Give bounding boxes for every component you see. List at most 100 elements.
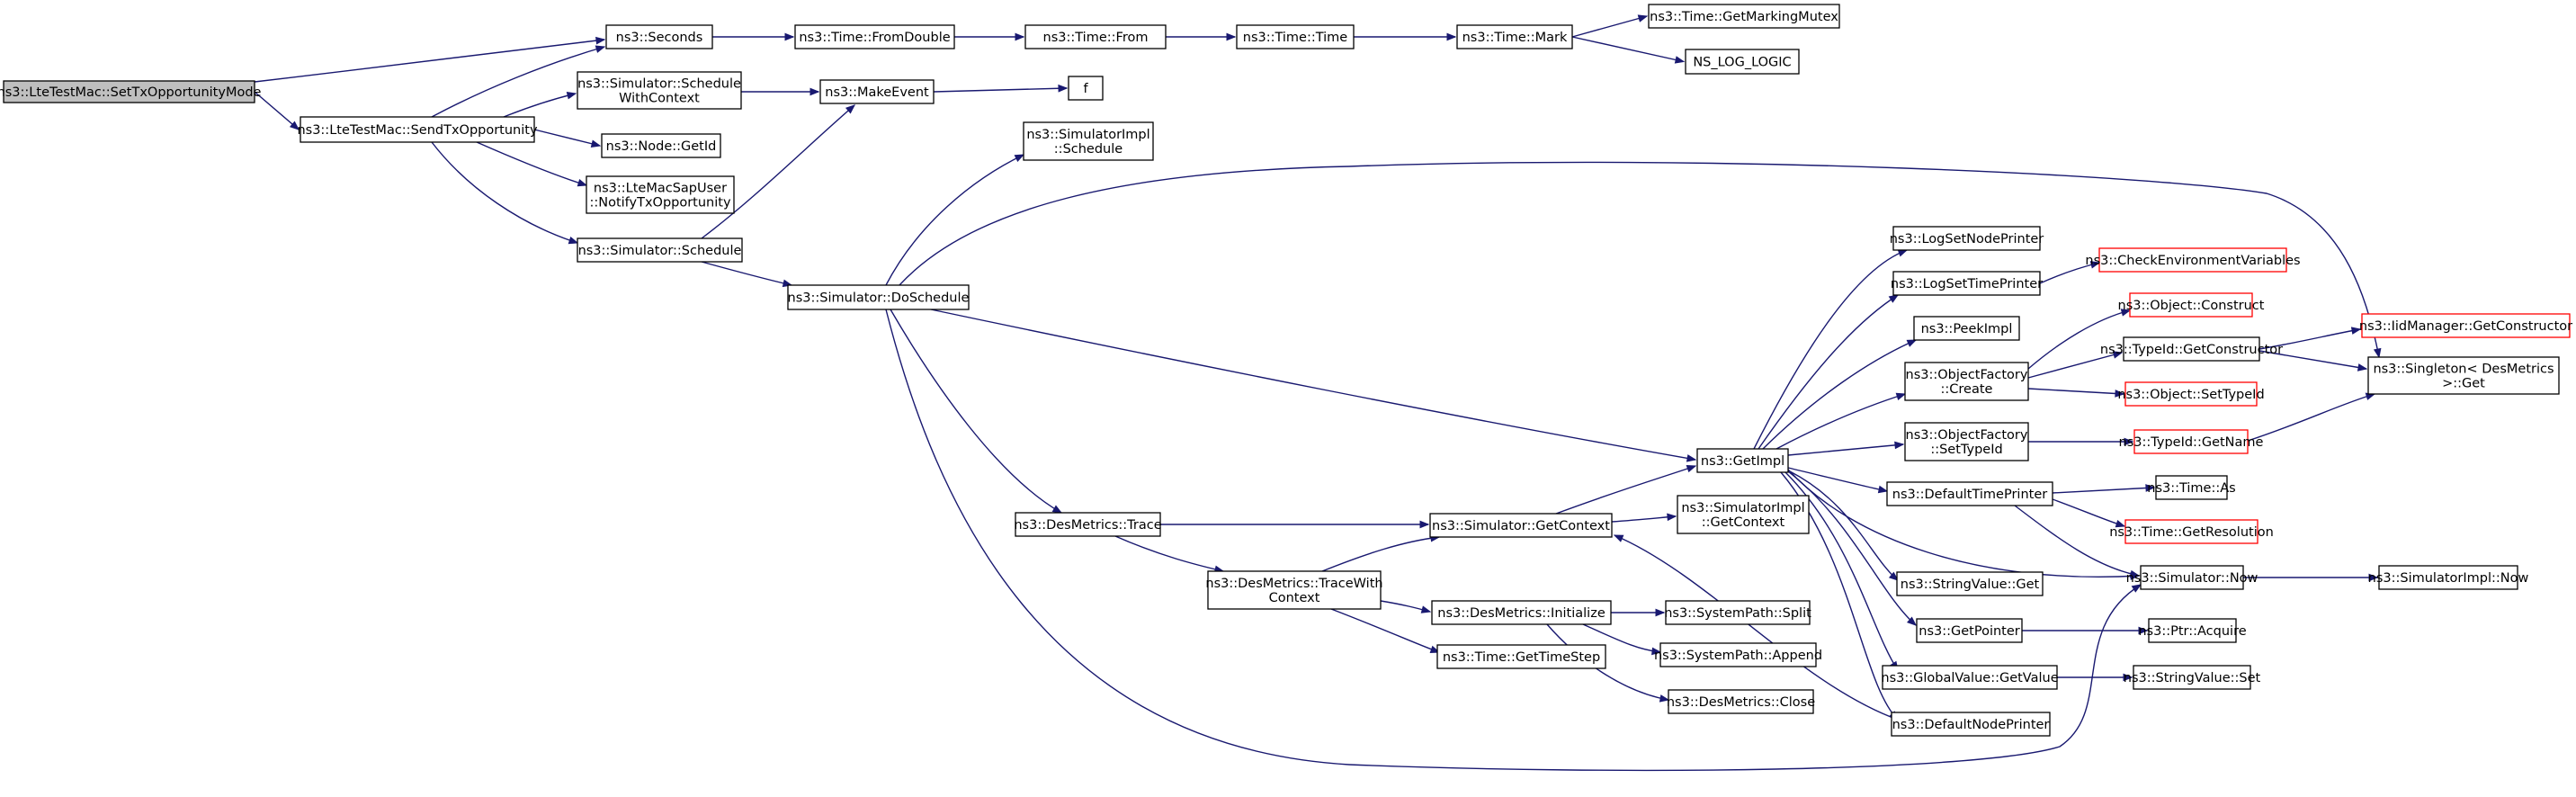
node-getname[interactable]: ns3::TypeId::GetName bbox=[2119, 429, 2264, 454]
node-box-append bbox=[1659, 642, 1817, 667]
node-box-checkenv bbox=[2098, 247, 2287, 273]
node-fromdouble[interactable]: ns3::Time::FromDouble bbox=[794, 24, 955, 49]
node-init[interactable]: ns3::DesMetrics::Initialize bbox=[1431, 600, 1612, 625]
node-getctor[interactable]: ns3::TypeId::GetConstructor bbox=[2100, 336, 2283, 362]
arrowhead-seconds-to-fromdouble bbox=[784, 32, 795, 41]
node-timetime[interactable]: ns3::Time::Time bbox=[1236, 24, 1355, 49]
node-label-dosched: ns3::Simulator::DoSchedule bbox=[788, 291, 970, 306]
edge-ofcreate-to-settypeid bbox=[2027, 388, 2124, 395]
node-box-init bbox=[1431, 600, 1612, 625]
node-label-timetime: ns3::Time::Time bbox=[1243, 31, 1348, 45]
arrowhead-getimpl-to-ofcreate bbox=[1895, 392, 1907, 400]
arrowhead-sendtx-to-getid bbox=[590, 139, 602, 148]
arrowhead-deftimeprinter-to-simnow bbox=[2129, 569, 2141, 578]
node-label-fromdouble: ns3::Time::FromDouble bbox=[799, 31, 950, 45]
node-logsettime[interactable]: ns3::LogSetTimePrinter bbox=[1891, 271, 2043, 296]
edge-deftimeprinter-to-getres bbox=[2052, 498, 2125, 527]
node-from[interactable]: ns3::Time::From bbox=[1024, 24, 1167, 49]
node-getimpl[interactable]: ns3::GetImpl bbox=[1696, 448, 1789, 473]
node-box-from bbox=[1024, 24, 1167, 49]
node-schedule[interactable]: ns3::Simulator::Schedule bbox=[577, 237, 743, 263]
node-checkenv[interactable]: ns3::CheckEnvironmentVariables bbox=[2085, 247, 2301, 273]
arrowhead-schedule-to-makeevent bbox=[845, 104, 856, 114]
node-iidctor[interactable]: ns3::IidManager::GetConstructor bbox=[2359, 313, 2572, 338]
arrowhead-getimpl-to-strget bbox=[1888, 571, 1900, 581]
node-label-gvget: ns3::GlobalValue::GetValue bbox=[1881, 671, 2058, 685]
arrowhead-getimpl-to-logsettime bbox=[1888, 294, 1900, 303]
edge-getctor-to-iidctor bbox=[2258, 328, 2361, 350]
node-logsetnode[interactable]: ns3::LogSetNodePrinter bbox=[1890, 226, 2044, 251]
node-seconds[interactable]: ns3::Seconds bbox=[605, 24, 713, 49]
node-timestep[interactable]: ns3::Time::GetTimeStep bbox=[1436, 644, 1606, 669]
node-gvget[interactable]: ns3::GlobalValue::GetValue bbox=[1881, 665, 2059, 690]
node-box-iidctor bbox=[2361, 313, 2571, 338]
node-nslog[interactable]: NS_LOG_LOGIC bbox=[1685, 49, 1800, 75]
node-notify[interactable]: ns3::LteMacSapUser::NotifyTxOpportunity bbox=[586, 175, 735, 214]
node-box-acquire bbox=[2148, 618, 2237, 643]
node-implnow[interactable]: ns3::SimulatorImpl::Now bbox=[2368, 565, 2529, 590]
node-settypeid[interactable]: ns3::Object::SetTypeId bbox=[2117, 381, 2265, 407]
edge-trace-to-tracectx bbox=[1114, 535, 1224, 572]
node-box-simnow bbox=[2140, 565, 2244, 590]
node-trace[interactable]: ns3::DesMetrics::Trace bbox=[1014, 512, 1162, 537]
edge-dosched-to-simnow bbox=[885, 309, 2142, 772]
node-box-getctor bbox=[2123, 336, 2260, 362]
node-label-from: ns3::Time::From bbox=[1043, 31, 1149, 45]
node-box-getid bbox=[601, 133, 721, 158]
arrowhead-getptr-to-acquire bbox=[2138, 626, 2149, 635]
arrowhead-getimpl-to-peekimpl bbox=[1906, 339, 1918, 347]
node-box-getname bbox=[2133, 429, 2249, 454]
node-markmutex[interactable]: ns3::Time::GetMarkingMutex bbox=[1648, 4, 1840, 29]
node-getctx[interactable]: ns3::Simulator::GetContext bbox=[1429, 513, 1613, 538]
arrowhead-from-to-timetime bbox=[1226, 32, 1237, 41]
node-implgetctx[interactable]: ns3::SimulatorImpl::GetContext bbox=[1677, 495, 1810, 534]
edge-deftimeprinter-to-simnow bbox=[2014, 505, 2140, 577]
node-label-iidctor: ns3::IidManager::GetConstructor bbox=[2359, 319, 2572, 334]
node-makeevent[interactable]: ns3::MakeEvent bbox=[819, 79, 935, 104]
node-f[interactable]: f bbox=[1068, 76, 1104, 101]
arrowhead-simnow-to-implnow bbox=[2368, 573, 2379, 582]
node-label-defnodeprinter: ns3::DefaultNodePrinter bbox=[1892, 718, 2050, 732]
node-ofcreate[interactable]: ns3::ObjectFactory::Create bbox=[1904, 362, 2029, 401]
node-singleton[interactable]: ns3::Singleton< DesMetrics >::Get bbox=[2367, 356, 2560, 395]
call-edges bbox=[254, 14, 2382, 772]
node-box-seconds bbox=[605, 24, 713, 49]
node-box-implgetctx bbox=[1677, 495, 1810, 534]
node-getres[interactable]: ns3::Time::GetResolution bbox=[2109, 519, 2274, 544]
node-deftimeprinter[interactable]: ns3::DefaultTimePrinter bbox=[1886, 481, 2053, 506]
arrowhead-mark-to-nslog bbox=[1674, 56, 1686, 64]
node-implsched[interactable]: ns3::SimulatorImpl::Schedule bbox=[1023, 121, 1154, 161]
node-getid[interactable]: ns3::Node::GetId bbox=[601, 133, 721, 158]
node-settxmode[interactable]: ns3::LteTestMac::SetTxOpportunityMode bbox=[0, 80, 262, 103]
node-close[interactable]: ns3::DesMetrics::Close bbox=[1667, 689, 1815, 714]
node-mark[interactable]: ns3::Time::Mark bbox=[1456, 24, 1573, 49]
node-defnodeprinter[interactable]: ns3::DefaultNodePrinter bbox=[1891, 712, 2051, 737]
node-strget[interactable]: ns3::StringValue::Get bbox=[1896, 571, 2044, 596]
node-objconstruct[interactable]: ns3::Object::Construct bbox=[2118, 292, 2265, 318]
node-label-objconstruct: ns3::Object::Construct bbox=[2118, 299, 2265, 313]
node-label-notify: ns3::LteMacSapUser bbox=[594, 182, 727, 196]
arrowhead-dosched-to-singleton bbox=[2373, 347, 2382, 359]
node-timeas[interactable]: ns3::Time::As bbox=[2147, 475, 2236, 500]
edge-dosched-to-implsched bbox=[885, 154, 1024, 286]
node-sendtx[interactable]: ns3::LteTestMac::SendTxOpportunity bbox=[297, 116, 538, 143]
node-simnow[interactable]: ns3::Simulator::Now bbox=[2126, 565, 2258, 590]
node-label-ofsettype: ::SetTypeId bbox=[1930, 443, 2002, 457]
node-dosched[interactable]: ns3::Simulator::DoSchedule bbox=[787, 284, 970, 310]
arrowhead-settxmode-to-sendtx bbox=[289, 121, 300, 130]
node-peekimpl[interactable]: ns3::PeekImpl bbox=[1913, 316, 2020, 341]
node-ofsettype[interactable]: ns3::ObjectFactory::SetTypeId bbox=[1904, 422, 2029, 461]
node-box-ofsettype bbox=[1904, 422, 2029, 461]
node-append[interactable]: ns3::SystemPath::Append bbox=[1654, 642, 1822, 667]
node-getptr[interactable]: ns3::GetPointer bbox=[1916, 618, 2023, 643]
edge-init-to-close bbox=[1546, 623, 1669, 701]
edge-deftimeprinter-to-timeas bbox=[2052, 487, 2155, 494]
node-label-ofcreate: ns3::ObjectFactory bbox=[1906, 368, 2028, 382]
node-split[interactable]: ns3::SystemPath::Split bbox=[1664, 600, 1811, 625]
node-label-logsetnode: ns3::LogSetNodePrinter bbox=[1890, 232, 2044, 246]
node-acquire[interactable]: ns3::Ptr::Acquire bbox=[2138, 618, 2247, 643]
node-box-sendtx bbox=[300, 116, 535, 143]
node-strset[interactable]: ns3::StringValue::Set bbox=[2124, 665, 2261, 690]
